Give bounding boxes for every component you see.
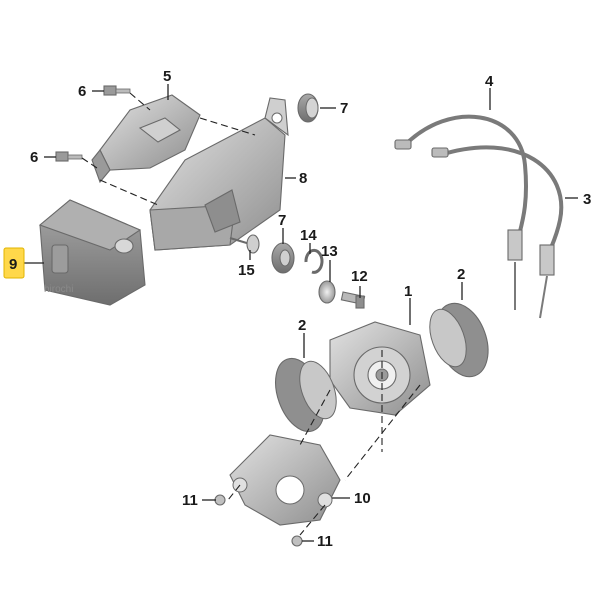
highlighted-callout-box [3,247,25,279]
callout-labels: 1 2 2 3 4 5 6 6 7 7 8 9 10 11 11 12 13 1… [9,68,591,550]
callout-2-right: 2 [457,266,465,283]
drum-part-right [429,302,489,378]
screw-part [55,151,83,162]
base-plate-part [229,434,341,526]
motor-housing-part [38,199,146,306]
watermark-text: hirochi [44,284,73,295]
callout-11-left: 11 [182,492,198,509]
callout-2-left: 2 [298,317,306,334]
shaft-hardware-stack [229,234,366,309]
callout-12: 12 [351,268,368,285]
callout-13: 13 [321,243,338,260]
drive-unit-part [329,321,431,416]
nut-part [291,535,303,547]
callout-1: 1 [404,283,412,300]
callout-7-middle: 7 [278,212,286,229]
callout-11-bottom: 11 [317,533,333,550]
callout-8: 8 [299,170,307,187]
callout-10: 10 [354,490,371,507]
callout-7-top: 7 [340,100,348,117]
leader-lines [22,84,578,542]
callout-5: 5 [163,68,171,85]
screw-part [103,85,131,96]
control-cables-part [394,114,564,319]
nut-part [214,494,226,506]
callout-6-top: 6 [78,83,86,100]
callout-15: 15 [238,262,255,279]
callout-6-bottom: 6 [30,149,38,166]
bracket-housing-part [149,97,289,251]
callout-4: 4 [485,73,494,90]
callout-9-highlighted: 9 [9,256,17,273]
upper-cover-part [91,94,201,184]
assembly-dashed-lines [81,92,421,536]
drum-part-left [275,357,337,433]
callout-14: 14 [300,227,317,244]
grommet-top-part [297,93,319,123]
callout-3: 3 [583,191,591,208]
